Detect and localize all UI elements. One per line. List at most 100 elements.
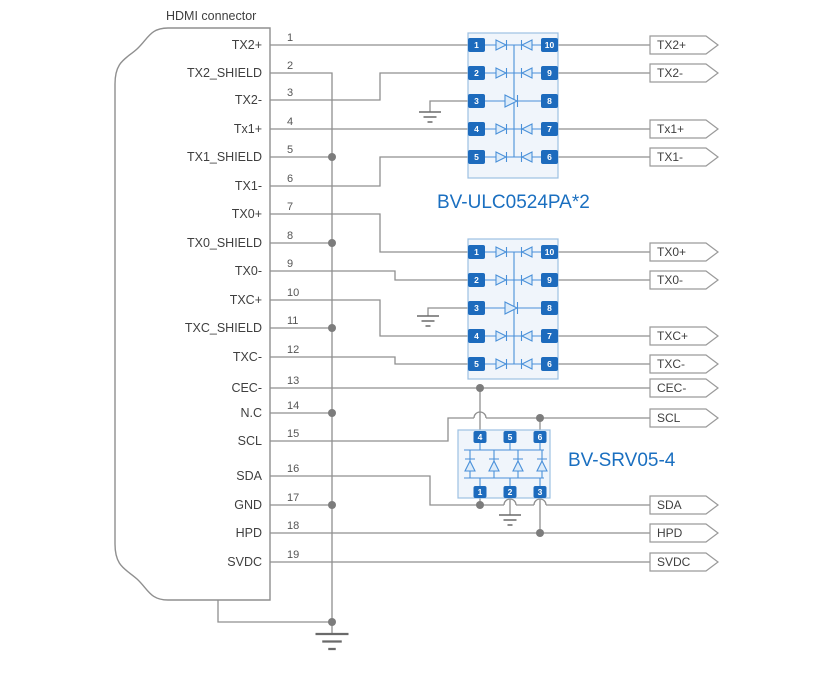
diode [464,459,476,472]
junction-dot [328,501,336,509]
pin-number: 11 [287,315,298,327]
diode [536,459,548,472]
wires [217,44,650,634]
junction-dot [328,618,336,626]
ic-pin-tag [503,431,517,443]
pin-number: 13 [287,375,299,387]
ic-pin-number: 7 [547,124,552,134]
junction-dot [536,529,544,537]
net-flag: SVDC [649,552,719,572]
ic-pin-tag [503,486,517,498]
srv-part-label: BV-SRV05-4 [568,450,676,471]
net-flag-shape [649,408,719,428]
net-flag-label: CEC- [657,381,686,395]
ic-pin-number: 4 [474,124,479,134]
net-flag: TX1- [649,147,719,167]
pin-number: 9 [287,258,293,270]
net-flag-label: Tx1+ [657,122,684,136]
ic-pin-tag [533,486,547,498]
pin-label: TX2+ [232,38,262,52]
pin-label: SDA [236,469,262,483]
wire-scl [270,417,650,442]
net-flag-label: TX2+ [657,38,686,52]
pin-number: 1 [287,32,293,44]
pin-number: 16 [287,463,299,475]
pin-number: 6 [287,173,293,185]
ic-pin-number: 6 [547,152,552,162]
net-flag-label: SDA [657,498,682,512]
pin-number: 17 [287,492,299,504]
ic-pin-number: 10 [545,247,555,257]
net-flag-label: TX0- [657,273,683,287]
ic-pin-number: 2 [474,275,479,285]
ic-pin-tag [473,486,487,498]
pin-number: 8 [287,230,293,242]
ic-pin-number: 4 [478,432,483,442]
net-flag-shape [649,495,719,515]
connector-pin-labels: TX2+ TX2_SHIELD TX2- Tx1+ TX1_SHIELD TX1… [185,32,299,569]
net-flag-shape [649,242,719,262]
pin-number: 7 [287,201,293,213]
pin-label: SVDC [227,555,262,569]
pin-number: 19 [287,549,299,561]
diode [512,459,524,472]
ic-pin-number: 9 [547,68,552,78]
net-flag: SCL [649,408,719,428]
pin-label: TXC- [233,350,262,364]
net-flag-shape [649,326,719,346]
net-flag-shape [649,354,719,374]
ic-pin-number: 6 [538,432,543,442]
wire-sda [270,475,650,506]
net-flags: TX2+ TX2- Tx1+ TX1- TX0+ TX0- TXC+ TXC- [649,35,719,572]
net-flag: TX0+ [649,242,719,262]
ic-pin-number: 3 [538,487,543,497]
pin-number: 14 [287,400,299,412]
wire-connector-ground [217,600,332,623]
net-flag: TXC- [649,354,719,374]
net-flag-shape [649,147,719,167]
pin-number: 15 [287,428,299,440]
junction-dot [476,384,484,392]
net-flag-label: TX1- [657,150,683,164]
ic-pin-number: 6 [547,359,552,369]
wire-routed-signals [270,72,468,365]
net-flag-shape [649,63,719,83]
junction-dot [328,239,336,247]
net-flag-shape [649,523,719,543]
pin-label: TX2_SHIELD [187,66,262,80]
net-flag: CEC- [649,378,719,398]
pin-label: TX1- [235,179,262,193]
net-flag-shape [649,378,719,398]
pin-label: HPD [236,526,262,540]
ic-pin-number: 1 [474,247,479,257]
ic-pin-number: 2 [508,487,513,497]
pin-number: 2 [287,60,293,72]
net-flag: HPD [649,523,719,543]
wire-ground-stubs [427,100,468,316]
pin-number: 5 [287,144,293,156]
junction-dot [328,409,336,417]
ic-srv05: 4 5 6 1 2 3 [457,429,551,499]
net-flag: TX2- [649,63,719,83]
wire-cec-hpd-svdc [270,387,650,563]
pin-label: TXC+ [230,293,262,307]
net-flag: TX0- [649,270,719,290]
pin-number: 3 [287,87,293,99]
net-flag-shape [649,552,719,572]
net-flag-label: TXC+ [657,329,688,343]
wire-ic-outputs [558,44,650,365]
pin-label: TX2- [235,93,262,107]
ic-pin-number: 5 [474,152,479,162]
wire-shield-taps [270,156,332,506]
net-flag-label: TXC- [657,357,685,371]
pin-label: N.C [240,406,262,420]
net-flag-label: HPD [657,526,683,540]
net-flag-label: SCL [657,411,681,425]
ic-pin-tag [533,431,547,443]
hdmi-connector-outline [114,27,271,601]
schematic-title: HDMI connector [166,9,256,23]
ic-pin-number: 10 [545,40,555,50]
hdmi-connector: HDMI connector [114,9,271,601]
